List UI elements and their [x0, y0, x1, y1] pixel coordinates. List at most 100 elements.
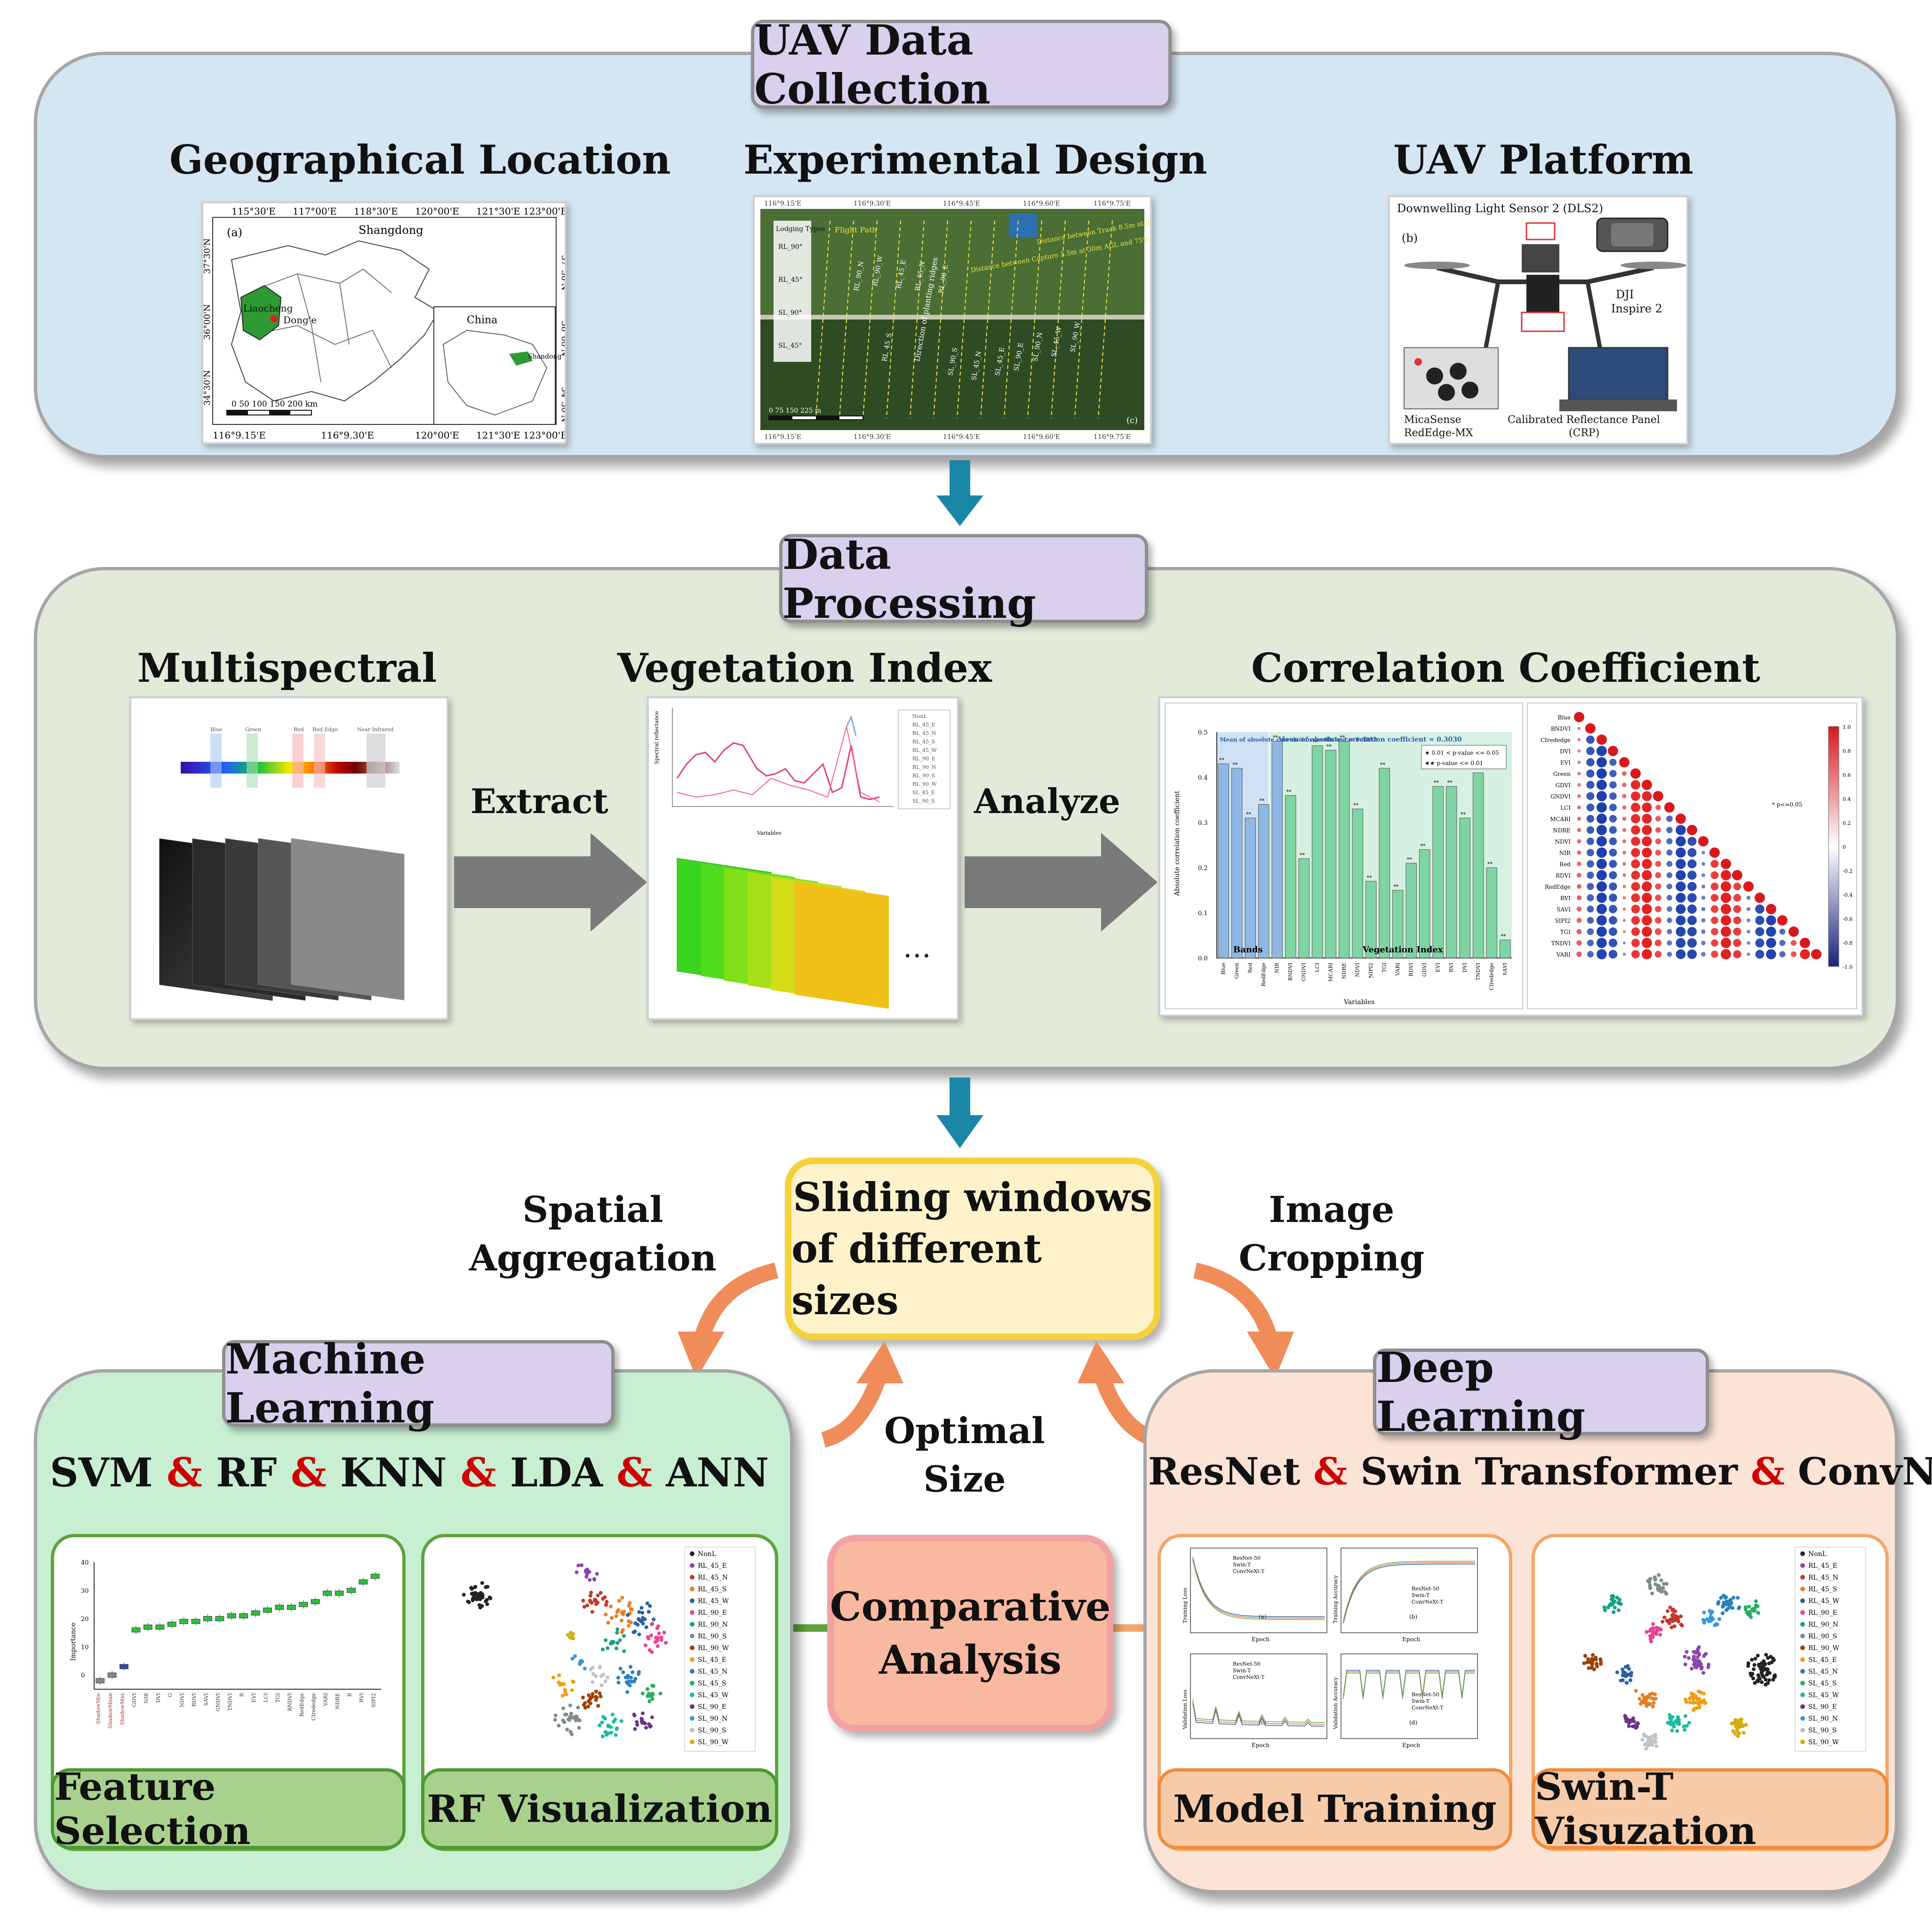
corr-scale-tick: 0.2	[1843, 820, 1851, 826]
scatter-point	[1649, 1639, 1653, 1644]
corr-significance: **	[1501, 934, 1507, 940]
scatter-point	[568, 1730, 573, 1734]
optimal-size-label: Optimal Size	[856, 1407, 1073, 1503]
scatter-point	[599, 1694, 603, 1699]
corr-matrix-cell	[1701, 918, 1706, 923]
scatter-legend-box	[1795, 1547, 1866, 1752]
corr-matrix-cell	[1667, 918, 1672, 923]
fs-box	[131, 1627, 141, 1633]
scatter-point	[1724, 1595, 1728, 1599]
fs-x-tick: GDVI	[131, 1693, 137, 1707]
scatter-point	[640, 1618, 644, 1622]
scatter-legend-label: RL_90_S	[698, 1633, 726, 1640]
scatter-point	[1652, 1740, 1656, 1744]
machine-learning-title: Machine Learning	[222, 1334, 615, 1432]
corr-matrix-cell	[1733, 916, 1741, 925]
scatter-point	[583, 1568, 588, 1573]
geo-left-tick: 36°00'N	[203, 304, 212, 340]
scatter-point	[1767, 1661, 1772, 1666]
fs-box	[107, 1672, 117, 1678]
scatter-point	[592, 1577, 596, 1581]
corr-matrix-cell	[1655, 917, 1661, 924]
corr-x-tick: NIR	[1274, 962, 1280, 973]
scatter-legend-marker	[690, 1634, 695, 1638]
corr-matrix-cell	[1755, 916, 1764, 925]
geo-right-tick: 36°00'N	[559, 321, 565, 357]
scatter-point	[600, 1720, 604, 1724]
scatter-point	[659, 1636, 663, 1640]
vi-legend-item: RL_90_W	[912, 781, 937, 787]
corr-matrix-cell	[1609, 871, 1617, 879]
mt-curve	[1192, 1558, 1325, 1619]
scatter-point	[1687, 1721, 1691, 1725]
corr-bar	[1285, 795, 1296, 958]
scatter-point	[618, 1638, 622, 1642]
corr-matrix-cell	[1666, 815, 1673, 822]
scatter-point	[557, 1680, 561, 1684]
fs-x-tick: G	[167, 1693, 173, 1697]
corr-x-tick: TGI	[1381, 963, 1387, 972]
crp-label-1: Calibrated Reflectance Panel	[1508, 414, 1660, 426]
fs-box	[263, 1607, 272, 1613]
scatter-point	[616, 1676, 620, 1680]
corr-bar	[1473, 772, 1484, 958]
corr-matrix-cell	[1631, 859, 1640, 869]
scatter-point	[1747, 1605, 1751, 1609]
corr-matrix-cell	[1597, 881, 1607, 892]
scatter-point	[1610, 1594, 1614, 1598]
scatter-point	[1773, 1675, 1777, 1679]
corr-matrix-cell	[1622, 952, 1626, 956]
geo-city-label: Liaocheng	[243, 303, 293, 314]
scatter-point	[595, 1572, 599, 1576]
scatter-point	[1624, 1681, 1629, 1685]
vi-legend-item: RL_90_S	[912, 773, 935, 779]
corr-matrix-cell	[1622, 918, 1626, 922]
geo-right-tick: 37°30'N	[559, 255, 565, 291]
corr-bar	[1218, 763, 1229, 958]
corr-x-tick: Blue	[1220, 963, 1226, 974]
scatter-point	[1615, 1670, 1619, 1675]
scatter-point	[596, 1704, 600, 1708]
scatter-legend-label: RL_45_N	[698, 1574, 728, 1581]
corr-matrix-cell	[1597, 814, 1607, 824]
corr-y-tick: 0.3	[1198, 820, 1208, 827]
scatter-point	[1609, 1603, 1613, 1607]
corr-matrix-cell	[1631, 825, 1640, 835]
scatter-legend-marker	[690, 1563, 695, 1568]
scatter-point	[1685, 1724, 1689, 1728]
corr-matrix-label: BNDVI	[1551, 726, 1571, 732]
fs-box	[96, 1678, 105, 1684]
corr-scale-tick: 1.0	[1843, 724, 1851, 730]
image-line-1: Image	[1269, 1189, 1395, 1230]
scatter-point	[488, 1596, 493, 1600]
corr-matrix-diagonal	[1642, 780, 1652, 790]
experimental-design-heading: Experimental Design	[743, 136, 1207, 183]
corr-matrix-cell	[1733, 950, 1741, 958]
corr-x-tick: BNDVI	[1287, 963, 1293, 981]
scatter-point	[643, 1643, 647, 1647]
scatter-point	[1670, 1619, 1675, 1623]
scatter-point	[1741, 1731, 1746, 1735]
scatter-point	[1765, 1672, 1769, 1677]
optimal-line-1: Optimal	[884, 1410, 1045, 1452]
scatter-point	[633, 1621, 638, 1625]
scatter-point	[664, 1641, 668, 1645]
scatter-point	[589, 1590, 593, 1595]
scatter-legend-label: RL_90_W	[1808, 1645, 1840, 1652]
corr-matrix-cell	[1721, 926, 1731, 937]
fs-box	[287, 1605, 296, 1610]
corr-matrix-cell	[1711, 950, 1718, 958]
corr-matrix-cell	[1746, 907, 1751, 911]
corr-matrix-cell	[1587, 928, 1594, 935]
scatter-point	[571, 1632, 575, 1637]
scatter-point	[1657, 1588, 1661, 1592]
feature-selection-label: Feature Selection	[51, 1764, 406, 1853]
scatter-point	[635, 1723, 639, 1727]
exp-type: RL_45°	[778, 276, 803, 284]
corr-matrix-cell	[1631, 938, 1640, 948]
corr-matrix-cell	[1733, 882, 1741, 891]
corr-scale-tick: -0.2	[1843, 868, 1852, 874]
scatter-point	[1736, 1596, 1740, 1600]
scatter-legend-marker	[690, 1587, 695, 1591]
